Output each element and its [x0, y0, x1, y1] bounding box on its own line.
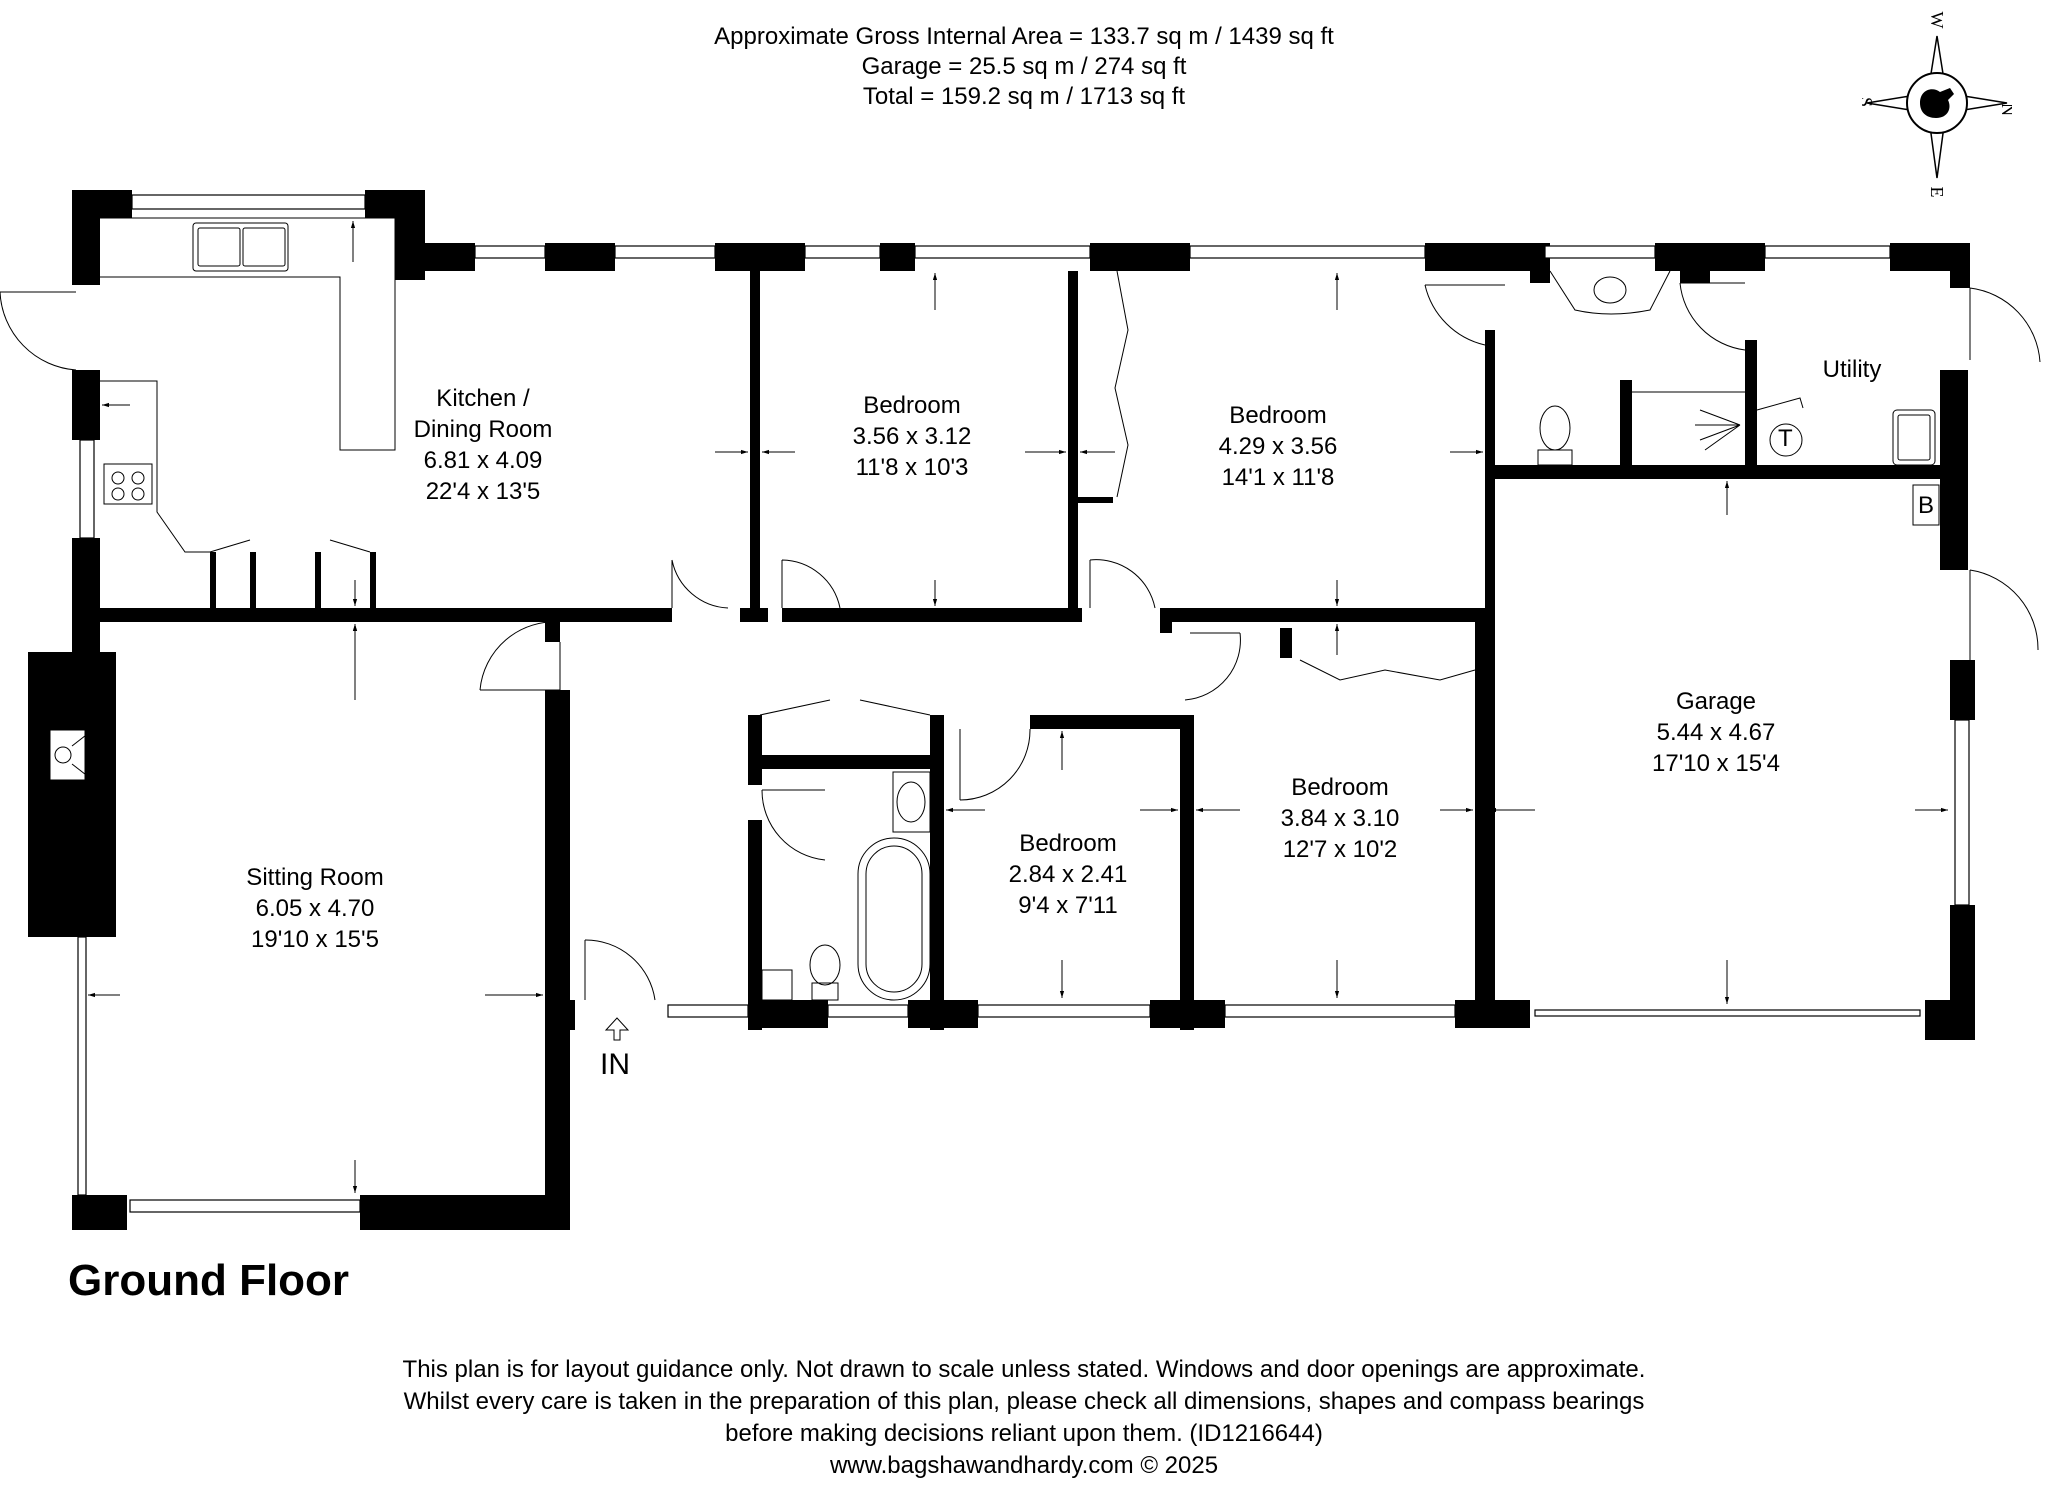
- room-label-kitchen-dining: Kitchen / Dining Room 6.81 x 4.09 22'4 x…: [413, 385, 553, 505]
- basin-icon: [892, 771, 931, 833]
- kitchen-hall-door: [671, 559, 729, 609]
- room-label-bedroom-2: Bedroom 4.29 x 3.56 14'1 x 11'8: [1218, 402, 1338, 491]
- front-door: [584, 939, 656, 1001]
- floor-title: Ground Floor: [68, 1256, 350, 1305]
- bath-icon: [857, 837, 931, 1001]
- room-label-bedroom-1: Bedroom 3.56 x 3.12 11'8 x 10'3: [852, 392, 972, 481]
- dimension-arrows: [88, 221, 1948, 1193]
- hob-icon: [103, 463, 153, 505]
- disclaimer-line-2: Whilst every care is taken in the prepar…: [403, 1388, 1645, 1415]
- walls: [28, 190, 1975, 1230]
- compass-west: W: [1927, 12, 1947, 29]
- total-area: Total = 159.2 sq m / 1713 sq ft: [862, 83, 1186, 110]
- toilet-icon: [809, 944, 841, 986]
- ensuite-basin-icon: [1549, 270, 1671, 315]
- compass-south: S: [1862, 97, 1876, 107]
- boiler-icon: [1912, 484, 1940, 526]
- entrance-label: IN: [600, 1048, 630, 1081]
- room-label-bedroom-4: Bedroom 3.84 x 3.10 12'7 x 10'2: [1280, 774, 1400, 863]
- room-label-utility: Utility: [1822, 356, 1882, 383]
- bathroom-fittings: [49, 270, 1940, 1001]
- room-label-garage: Garage 5.44 x 4.67 17'10 x 15'4: [1652, 688, 1780, 777]
- entrance-arrow-icon: [604, 1017, 630, 1041]
- boiler-label: B: [1918, 492, 1935, 519]
- windows: [77, 194, 1970, 1213]
- utility-sink-icon: [1892, 409, 1936, 466]
- room-label-bedroom-3: Bedroom 2.84 x 2.41 9'4 x 7'11: [1008, 830, 1128, 919]
- disclaimer-line-3: before making decisions reliant upon the…: [725, 1420, 1323, 1447]
- disclaimer: This plan is for layout guidance only. N…: [0, 1354, 2048, 1482]
- compass-north: N: [1998, 103, 2012, 116]
- tank-icon: [1769, 423, 1803, 457]
- tank-label: T: [1778, 425, 1793, 452]
- kitchen-back-door: [0, 291, 77, 371]
- garage-area: Garage = 25.5 sq m / 274 sq ft: [861, 53, 1187, 80]
- compass-rose-icon: W E S N: [1862, 12, 2012, 198]
- kitchen-fittings: [100, 217, 396, 553]
- gross-internal-area: Approximate Gross Internal Area = 133.7 …: [714, 23, 1334, 50]
- double-sink-icon: [192, 222, 289, 272]
- website-copyright: www.bagshawandhardy.com © 2025: [829, 1452, 1219, 1479]
- heraldic-emblem-icon: [1920, 88, 1954, 118]
- disclaimer-line-1: This plan is for layout guidance only. N…: [402, 1356, 1646, 1383]
- doors: [0, 270, 2041, 1001]
- area-summary: Approximate Gross Internal Area = 133.7 …: [0, 22, 2048, 112]
- room-label-sitting-room: Sitting Room 6.05 x 4.70 19'10 x 15'5: [246, 864, 384, 953]
- ensuite-toilet-icon: [1539, 405, 1571, 451]
- compass-east: E: [1927, 187, 1947, 198]
